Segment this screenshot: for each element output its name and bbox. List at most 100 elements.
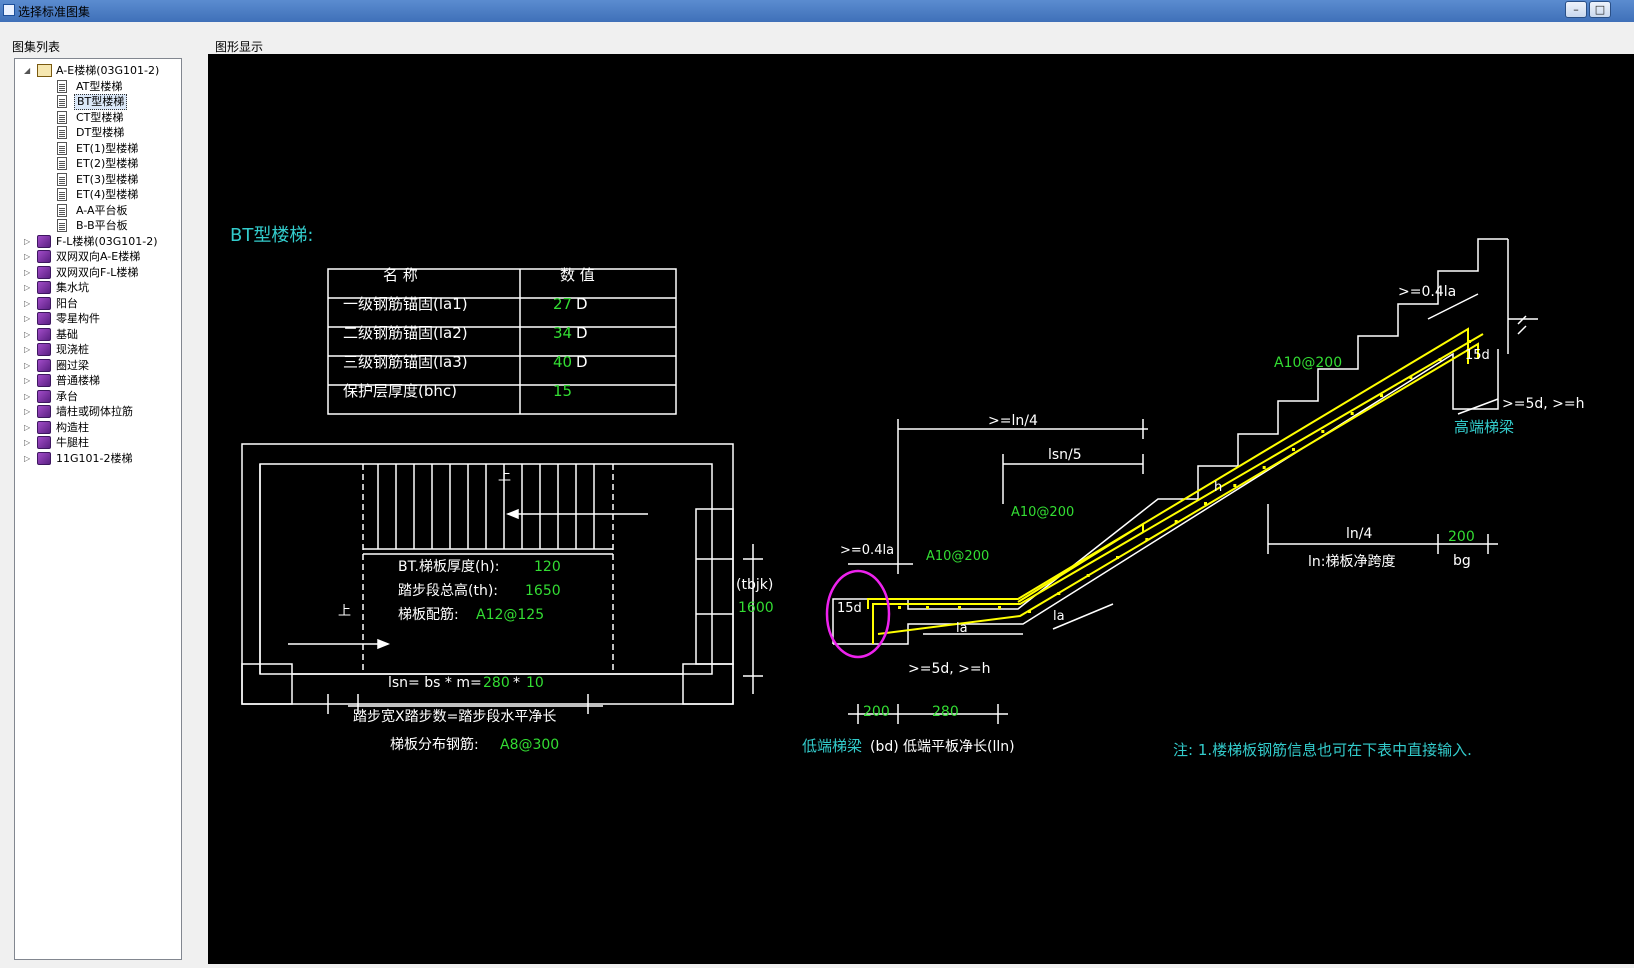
bg-value: 200 xyxy=(1448,529,1475,545)
tree-item-label: B-B平台板 xyxy=(76,219,128,232)
open-book-icon xyxy=(37,64,52,77)
book-icon xyxy=(37,234,51,248)
tree-item[interactable]: ▷集水坑 xyxy=(15,280,181,296)
rebar-dot xyxy=(898,606,901,609)
expand-arrow-icon[interactable]: ▷ xyxy=(24,345,31,354)
expand-arrow-icon[interactable]: ▷ xyxy=(24,407,31,416)
book-icon xyxy=(37,374,51,387)
tree-item[interactable]: B-B平台板 xyxy=(15,218,181,234)
side-dim-label: (tbjk) xyxy=(736,577,773,593)
expand-arrow-icon[interactable]: ▷ xyxy=(24,298,31,308)
tree-item-label: ET(4)型楼梯 xyxy=(76,188,139,201)
maximize-button[interactable]: □ xyxy=(1589,1,1611,18)
minimize-button[interactable]: – xyxy=(1565,1,1587,18)
tree-item[interactable]: AT型楼梯 xyxy=(15,79,181,95)
low-anchor-label: >=0.4la xyxy=(840,543,894,558)
tree-item[interactable]: ▷ 普通楼梯 xyxy=(15,373,181,389)
tree-item-label: 阳台 xyxy=(56,296,78,310)
expand-arrow-icon[interactable]: ▷ xyxy=(24,329,31,339)
tree-item-label: 构造柱 xyxy=(56,420,89,434)
tree-item-label: 双网双向F-L楼梯 xyxy=(56,265,139,279)
book-icon xyxy=(37,451,51,465)
expand-arrow-icon[interactable]: ▷ xyxy=(24,283,31,292)
table-row-unit: D xyxy=(576,324,588,342)
low-plate-label: 低端平板净长(lln) xyxy=(903,739,1015,755)
expand-arrow-icon[interactable]: ▷ xyxy=(24,453,31,463)
expand-arrow-icon[interactable]: ▷ xyxy=(24,422,31,432)
expand-arrow-icon[interactable]: ▷ xyxy=(24,252,31,261)
tree-item[interactable]: ▷牛腿柱 xyxy=(15,435,181,451)
formula-text: 踏步宽X踏步数=踏步段水平净长 xyxy=(353,708,556,725)
tree-item-label: ET(2)型楼梯 xyxy=(76,157,139,170)
tree-item[interactable]: BT型楼梯 xyxy=(15,94,181,110)
high-beam-label: 高端梯梁 xyxy=(1454,418,1514,436)
expand-arrow-icon[interactable]: ▷ xyxy=(24,376,31,385)
tree-item[interactable]: ▷ 双网双向F-L楼梯 xyxy=(15,265,181,281)
rebar-dot xyxy=(1233,484,1237,487)
tree-item-label: 普通楼梯 xyxy=(56,374,100,387)
tree-item[interactable]: ▷墙柱或砌体拉筋 xyxy=(15,404,181,420)
tree-item[interactable]: ET(3)型楼梯 xyxy=(15,172,181,188)
thickness-value: 120 xyxy=(534,559,561,575)
high-end-dim-label: >=5d, >=h xyxy=(1502,396,1585,412)
rebar-dot xyxy=(1438,358,1442,361)
rebar-dot xyxy=(926,606,929,609)
tree-item[interactable]: ▷承台 xyxy=(15,389,181,405)
note-text: 注: 1.楼梯板钢筋信息也可在下表中直接输入. xyxy=(1173,741,1472,759)
expand-arrow-icon[interactable]: ▷ xyxy=(24,267,31,277)
tree-item[interactable]: ▷双网双向A-E楼梯 xyxy=(15,249,181,265)
tree-item-label: F-L楼梯(03G101-2) xyxy=(56,234,158,248)
side-dim-value: 1600 xyxy=(738,600,774,616)
expand-arrow-icon[interactable]: ▷ xyxy=(24,360,31,370)
tree-item[interactable]: ▷ F-L楼梯(03G101-2) xyxy=(15,234,181,250)
book-icon xyxy=(37,389,51,403)
tree-item[interactable]: ◢A-E楼梯(03G101-2) xyxy=(15,63,181,79)
tree-item[interactable]: ▷ 圈过梁 xyxy=(15,358,181,374)
tree-item[interactable]: A-A平台板 xyxy=(15,203,181,219)
thickness-label: BT.梯板厚度(h): xyxy=(398,559,499,575)
table-row-name: 保护层厚度(bhc) xyxy=(343,382,457,400)
tree-item[interactable]: ET(1)型楼梯 xyxy=(15,141,181,157)
tree-item-label: ET(1)型楼梯 xyxy=(76,141,139,155)
bg-label: bg xyxy=(1453,553,1471,569)
ln4-top-label: >=ln/4 xyxy=(988,413,1038,429)
expand-arrow-icon[interactable]: ▷ xyxy=(24,438,31,447)
up-label-bottom: 上 xyxy=(338,604,351,619)
high-hook-label: 15d xyxy=(1465,348,1490,363)
tree-item[interactable]: DT型楼梯 xyxy=(15,125,181,141)
tree-item[interactable]: ▷ 构造柱 xyxy=(15,420,181,436)
ln4-right-label: ln/4 xyxy=(1346,526,1372,542)
la-label-1: la xyxy=(956,621,968,636)
tree-item-label: 圈过梁 xyxy=(56,358,89,372)
tree-item[interactable]: CT型楼梯 xyxy=(15,110,181,126)
title-bar: 选择标准图集 – □ xyxy=(0,0,1634,22)
tree-item[interactable]: ET(2)型楼梯 xyxy=(15,156,181,172)
rebar-dot xyxy=(1116,556,1119,559)
rebar-value: A12@125 xyxy=(476,607,544,623)
expand-arrow-icon[interactable]: ▷ xyxy=(24,236,31,246)
tree-item[interactable]: ▷11G101-2楼梯 xyxy=(15,451,181,467)
book-icon xyxy=(37,265,51,279)
collapse-arrow-icon[interactable]: ◢ xyxy=(24,66,31,75)
tree-item[interactable]: ▷ 阳台 xyxy=(15,296,181,312)
expand-arrow-icon[interactable]: ▷ xyxy=(24,391,31,401)
expand-arrow-icon[interactable]: ▷ xyxy=(24,314,31,323)
tree-item[interactable]: ▷现浇桩 xyxy=(15,342,181,358)
tree-item[interactable]: ET(4)型楼梯 xyxy=(15,187,181,203)
window-title: 选择标准图集 xyxy=(18,5,91,19)
lsn-bs-value: 280 xyxy=(483,675,510,691)
tree-item[interactable]: ▷基础 xyxy=(15,327,181,343)
book-icon xyxy=(37,420,51,434)
drawing-title: BT型楼梯: xyxy=(230,225,313,246)
tree-item[interactable]: ▷零星构件 xyxy=(15,311,181,327)
rebar-dot xyxy=(1350,412,1354,415)
h-label: h xyxy=(1214,480,1222,495)
la-label-2: la xyxy=(1053,609,1065,624)
dist-rebar-label: 梯板分布钢筋: xyxy=(390,736,479,753)
rebar-dots xyxy=(898,340,1471,613)
rebar-dot xyxy=(958,606,961,609)
low-beam-label: 低端梯梁 xyxy=(802,737,862,755)
rebar-label: 梯板配筋: xyxy=(398,606,459,623)
